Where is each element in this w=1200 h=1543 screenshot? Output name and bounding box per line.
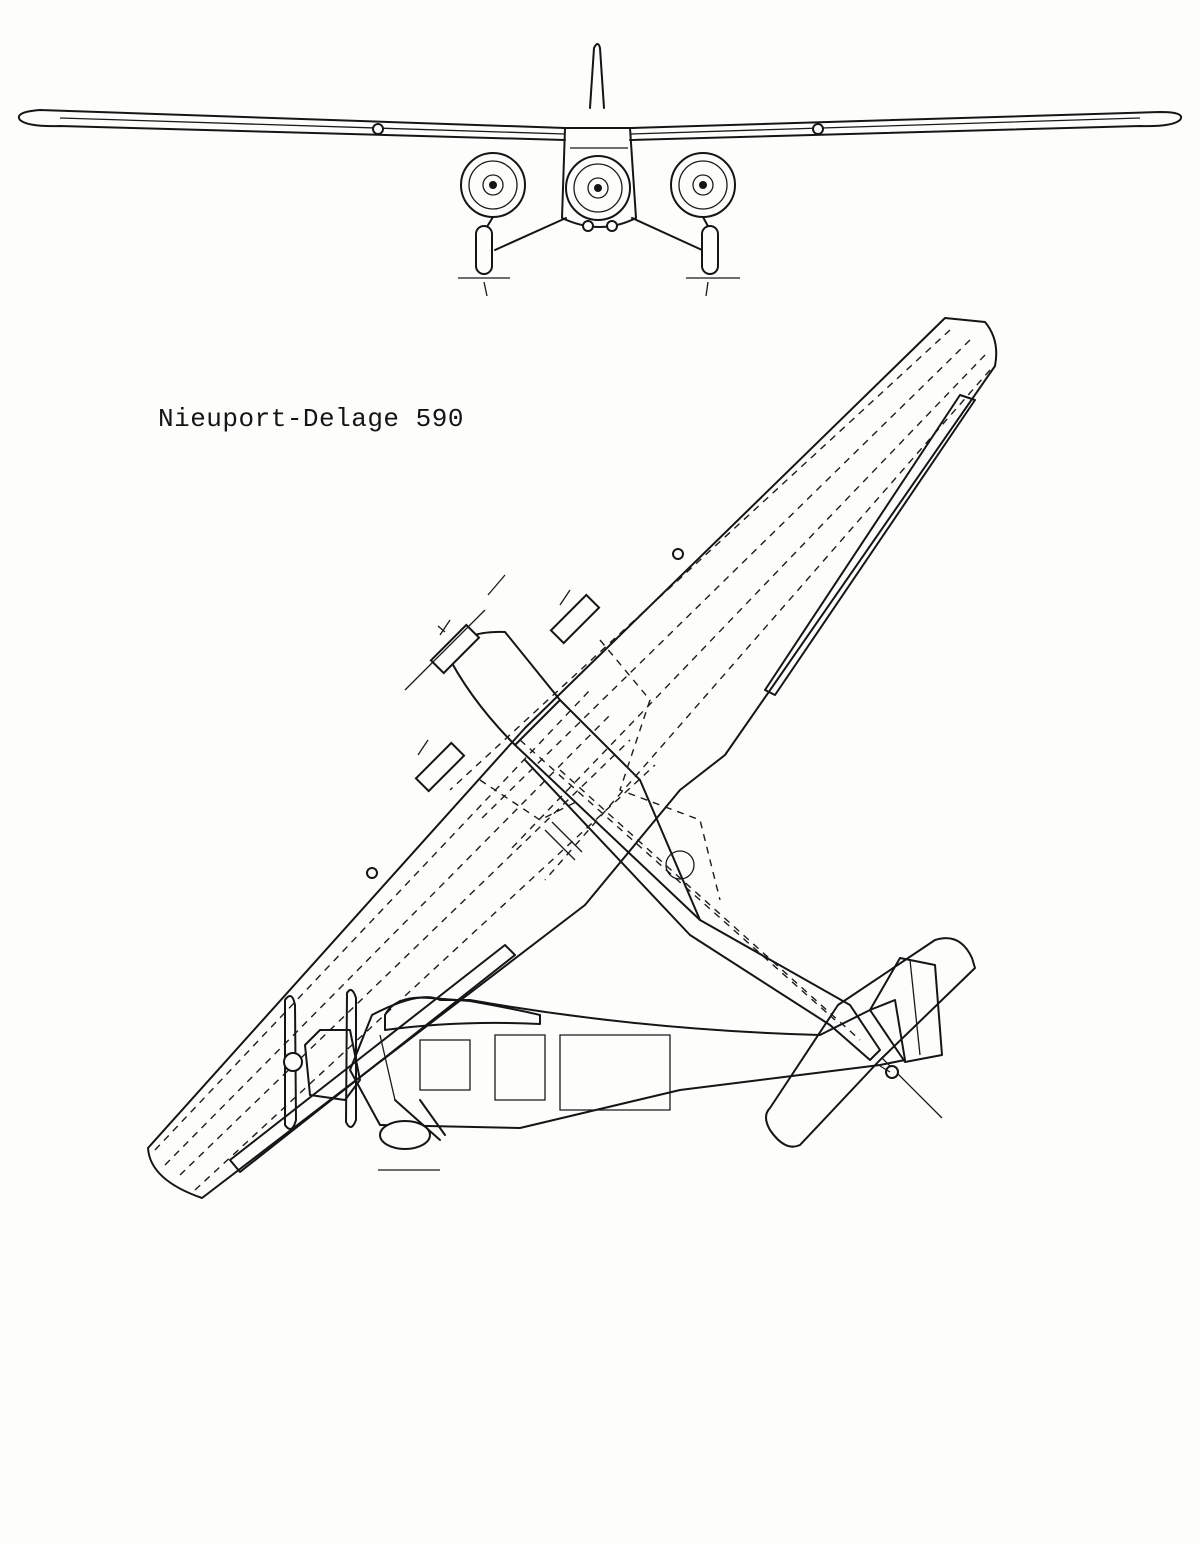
drawing-title: Nieuport-Delage 590	[158, 404, 464, 434]
front-engine-left	[460, 152, 526, 218]
plan-tailplane	[765, 937, 976, 1148]
front-wing-fitting-right	[812, 123, 824, 135]
front-wheel-left	[475, 225, 493, 275]
side-tail-wheel	[885, 1065, 899, 1079]
front-wing	[18, 109, 1182, 141]
side-wheel	[379, 1120, 431, 1150]
front-view	[18, 43, 1182, 297]
side-engine	[304, 1029, 361, 1101]
plan-engine-right	[549, 589, 601, 645]
side-cockpit	[384, 996, 541, 1031]
front-engine-center	[565, 155, 631, 221]
plan-fuselage	[444, 630, 881, 1061]
side-propeller	[284, 988, 357, 1130]
front-wing-fitting-left	[372, 123, 384, 135]
plan-view	[147, 317, 998, 1199]
side-view	[283, 957, 943, 1171]
plan-engine-left	[414, 739, 466, 793]
plan-engine-center	[429, 619, 481, 675]
plan-aileron-right	[764, 394, 976, 696]
front-engine-right	[670, 152, 736, 218]
side-fuselage	[349, 996, 906, 1129]
front-fin	[589, 43, 605, 109]
plan-aileron-left	[229, 944, 516, 1173]
front-wheel-right	[701, 225, 719, 275]
side-fin	[869, 957, 943, 1063]
